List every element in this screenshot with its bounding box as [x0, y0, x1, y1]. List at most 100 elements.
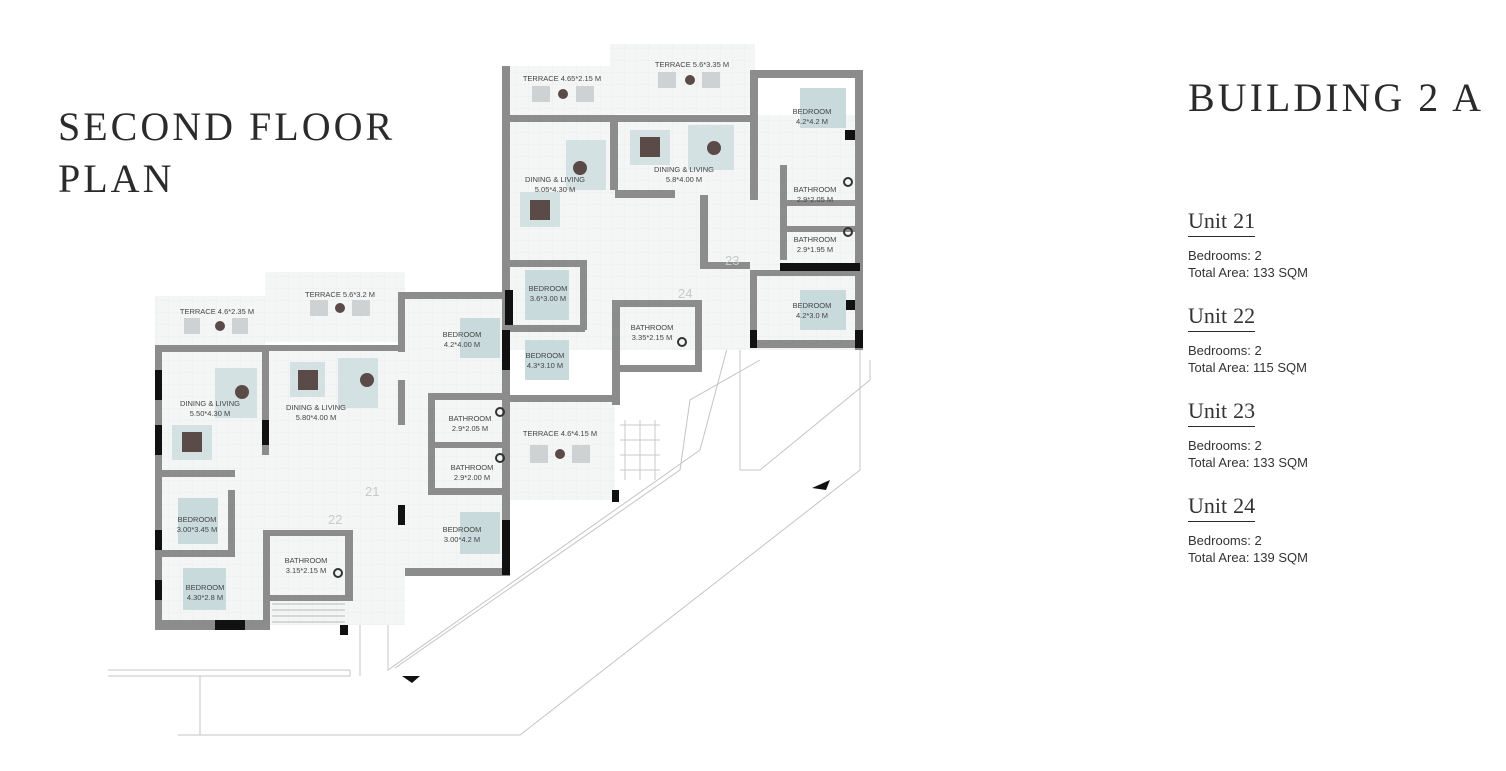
chair-icon — [576, 86, 594, 102]
room-size: 5.50*4.30 M — [190, 409, 230, 418]
room-label: DINING & LIVING — [525, 175, 585, 184]
room-label: BATHROOM — [794, 185, 837, 194]
toilet-icon — [333, 568, 343, 578]
chair-icon — [232, 318, 248, 334]
room-size: 2.9*2.05 M — [452, 424, 488, 433]
bed-icon — [525, 340, 569, 380]
room-size: 4.2*4.00 M — [444, 340, 480, 349]
room-label: BATHROOM — [794, 235, 837, 244]
toilet-icon — [677, 337, 687, 347]
chair-icon — [702, 72, 720, 88]
page-title-line1: SECOND FLOOR — [58, 103, 396, 149]
staircase-icon — [272, 603, 345, 623]
room-label: BEDROOM — [186, 583, 225, 592]
chair-icon — [572, 445, 590, 463]
page-title: SECOND FLOOR PLAN — [58, 101, 395, 205]
room-size: 5.05*4.30 M — [535, 185, 575, 194]
chair-icon — [530, 445, 548, 463]
room-label: DINING & LIVING — [654, 165, 714, 174]
building-title: BUILDING 2 A — [1188, 75, 1484, 120]
room-size: 5.8*4.00 M — [666, 175, 702, 184]
coffee-table-icon — [707, 141, 721, 155]
unit-marker-23: 23 — [725, 253, 739, 268]
room-size: 3.6*3.00 M — [530, 294, 566, 303]
room-size: 2.9*1.95 M — [797, 245, 833, 254]
chair-icon — [184, 318, 200, 334]
room-label: TERRACE 5.6*3.2 M — [305, 290, 375, 299]
chair-icon — [532, 86, 550, 102]
unit-markers: 21 22 23 24 — [328, 253, 739, 527]
bed-icon — [800, 88, 846, 128]
unit-bedrooms: Bedrooms: 2 — [1188, 343, 1262, 358]
room-label: BEDROOM — [529, 284, 568, 293]
room-label: BEDROOM — [178, 515, 217, 524]
bed-icon — [460, 512, 500, 554]
bed-icon — [183, 568, 226, 610]
room-label: DINING & LIVING — [286, 403, 346, 412]
room-size: 2.9*2.00 M — [454, 473, 490, 482]
room-label: DINING & LIVING — [180, 399, 240, 408]
site-outline — [108, 299, 871, 736]
room-label: BEDROOM — [443, 330, 482, 339]
room-size: 3.35*2.15 M — [632, 333, 672, 342]
room-label: TERRACE 4.65*2.15 M — [523, 74, 601, 83]
unit-marker-24: 24 — [678, 286, 692, 301]
pergola-icon — [620, 420, 660, 480]
room-size: 4.30*2.8 M — [187, 593, 223, 602]
room-label: TERRACE 4.6*2.35 M — [180, 307, 254, 316]
room-label: BATHROOM — [285, 556, 328, 565]
unit-area: Total Area: 115 SQM — [1188, 360, 1307, 375]
chair-icon — [352, 300, 370, 316]
toilet-icon — [495, 453, 505, 463]
unit-bedrooms: Bedrooms: 2 — [1188, 438, 1262, 453]
toilet-icon — [495, 407, 505, 417]
wall-accents — [155, 130, 863, 635]
room-label: TERRACE 4.6*4.15 M — [523, 429, 597, 438]
unit-area: Total Area: 139 SQM — [1188, 550, 1308, 565]
room-size: 4.2*3.0 M — [796, 311, 828, 320]
entry-arrow-icon — [402, 676, 420, 683]
room-label: BATHROOM — [451, 463, 494, 472]
room-label: BEDROOM — [443, 525, 482, 534]
room-label: BEDROOM — [526, 351, 565, 360]
toilet-icon — [843, 177, 853, 187]
chair-icon — [658, 72, 676, 88]
chair-icon — [310, 300, 328, 316]
room-labels: TERRACE 4.6*2.35 M TERRACE 5.6*3.2 M TER… — [177, 60, 837, 602]
toilet-icon — [843, 227, 853, 237]
room-size: 2.9*2.05 M — [797, 195, 833, 204]
room-size: 4.2*4.2 M — [796, 117, 828, 126]
furniture — [172, 72, 853, 683]
room-size: 3.15*2.15 M — [286, 566, 326, 575]
bed-icon — [178, 498, 218, 544]
room-label: BEDROOM — [793, 107, 832, 116]
bed-icon — [460, 318, 500, 358]
room-size: 4.3*3.10 M — [527, 361, 563, 370]
unit-marker-22: 22 — [328, 512, 342, 527]
bed-icon — [525, 270, 569, 320]
unit-bedrooms: Bedrooms: 2 — [1188, 533, 1262, 548]
unit-area: Total Area: 133 SQM — [1188, 265, 1308, 280]
coffee-table-icon — [360, 373, 374, 387]
room-size: 3.00*3.45 M — [177, 525, 217, 534]
unit-bedrooms: Bedrooms: 2 — [1188, 248, 1262, 263]
unit-marker-21: 21 — [365, 484, 379, 499]
room-label: BATHROOM — [449, 414, 492, 423]
room-label: BEDROOM — [793, 301, 832, 310]
coffee-table-icon — [235, 385, 249, 399]
coffee-table-icon — [573, 161, 587, 175]
room-label: BATHROOM — [631, 323, 674, 332]
unit-area: Total Area: 133 SQM — [1188, 455, 1308, 470]
page-title-line2: PLAN — [58, 155, 175, 201]
room-label: TERRACE 5.6*3.35 M — [655, 60, 729, 69]
